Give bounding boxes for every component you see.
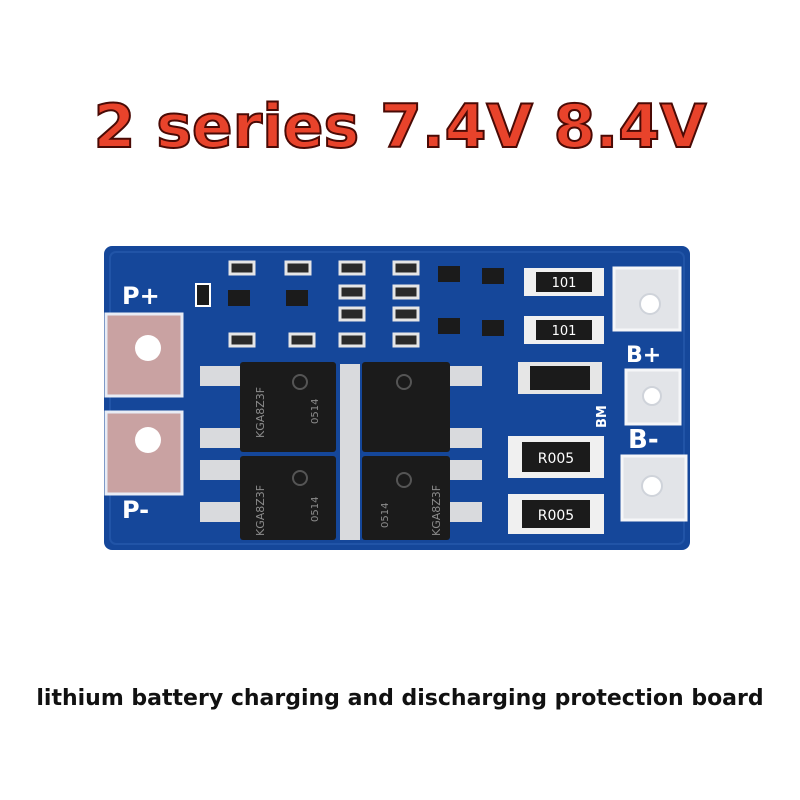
headline-title: 2 series 7.4V 8.4V: [93, 91, 708, 163]
label-b-minus: B-: [628, 425, 659, 455]
shunt-resistor-b-label: R005: [538, 508, 574, 524]
mosfet-2: [362, 362, 450, 452]
bm-hole: [642, 386, 662, 406]
mosfet-1-code: KGA8Z3F: [254, 387, 267, 438]
mosfet-1-lot: 0514: [310, 399, 321, 424]
shunt-resistor-a-label: R005: [538, 451, 574, 467]
mosfet-4: 0514 KGA8Z3F: [362, 456, 450, 540]
mosfet-3-lot: 0514: [310, 497, 321, 522]
shunt-resistor-b: R005: [508, 494, 604, 534]
pcb-board: P+ P- B+ B- BM 101 101: [104, 246, 690, 550]
resistor-101-bottom: 101: [524, 316, 604, 344]
resistor-101-top-label: 101: [552, 276, 577, 291]
smd-row-top: [228, 260, 420, 348]
mosfet-tabs: [200, 366, 482, 522]
p-minus-copper-pad: [104, 410, 184, 496]
label-b-plus: B+: [626, 343, 661, 368]
b-minus-hole: [641, 475, 663, 497]
mosfet-4-code: KGA8Z3F: [430, 485, 443, 536]
sot23-ics: [228, 266, 504, 336]
p-minus-hole: [135, 427, 161, 453]
caption-text: lithium battery charging and discharging…: [36, 686, 764, 711]
resistor-101-top: 101: [524, 268, 604, 296]
resistor-101-bottom-label: 101: [552, 324, 577, 339]
p-plus-hole: [135, 335, 161, 361]
label-p-minus: P-: [122, 496, 149, 524]
mosfet-3-code: KGA8Z3F: [254, 485, 267, 536]
mosfet-3: KGA8Z3F 0514: [240, 456, 336, 540]
b-plus-hole: [639, 293, 661, 315]
mosfet-copper-plane: [340, 364, 360, 540]
led-indicator: [195, 283, 211, 307]
shunt-resistor-a: R005: [508, 436, 604, 478]
mosfet-1: KGA8Z3F 0514: [240, 362, 336, 452]
mosfet-4-lot: 0514: [380, 503, 391, 528]
label-bm: BM: [595, 405, 610, 428]
label-p-plus: P+: [122, 282, 160, 310]
